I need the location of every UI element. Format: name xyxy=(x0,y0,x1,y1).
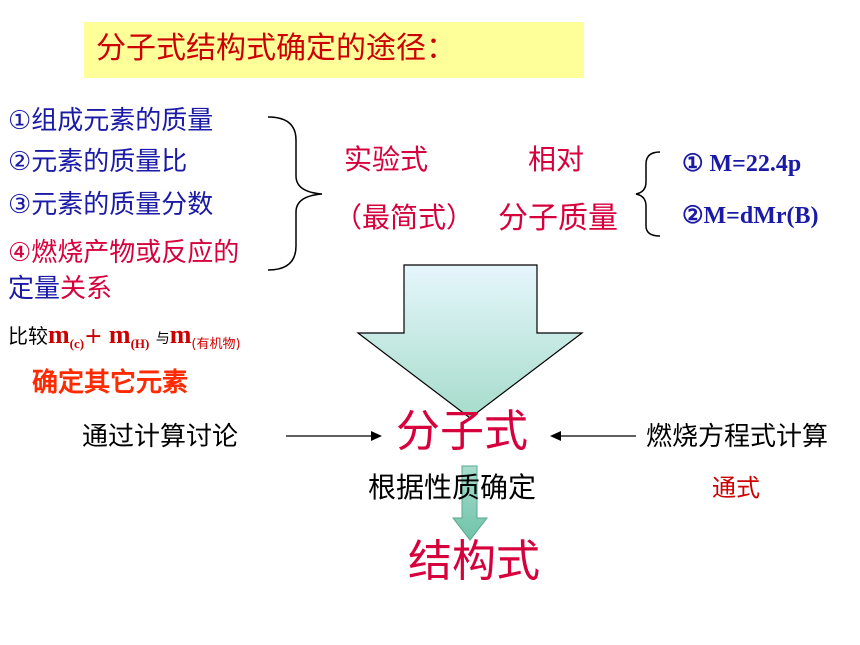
structural-formula: 结构式 xyxy=(408,536,540,587)
mass-hydrogen-sub: (H) xyxy=(130,336,150,351)
list-item-mass-ratio: ②元素的质量比 xyxy=(8,147,188,177)
formula-gas-density: ① M=22.4p xyxy=(682,151,802,177)
plus-sign: + xyxy=(84,324,103,349)
mass-hydrogen: m xyxy=(108,320,131,349)
general-formula: 通式 xyxy=(712,474,760,502)
title-background xyxy=(84,22,584,78)
list-item-combustion-products: ④燃烧产物或反应的 xyxy=(8,238,240,268)
relation-text: 关系 xyxy=(60,274,113,304)
calculation-discussion: 通过计算讨论 xyxy=(82,422,239,452)
determine-other-elements: 确定其它元素 xyxy=(32,368,189,398)
list-item-quantitative-relation: 定量关系 xyxy=(8,276,112,302)
determine-by-properties: 根据性质确定 xyxy=(368,471,537,504)
left-arrow-head xyxy=(371,431,382,441)
quantitative-text: 定量 xyxy=(8,274,61,304)
formula-relative-density: ②M=dMr(B) xyxy=(682,203,819,229)
mass-organic: m xyxy=(169,320,192,349)
molecular-formula: 分子式 xyxy=(396,406,528,457)
left-brace xyxy=(267,116,323,271)
with-text: 与 xyxy=(155,331,170,347)
mass-carbon: m xyxy=(48,320,70,349)
combustion-equation-calculation: 燃烧方程式计算 xyxy=(646,422,829,452)
small-down-arrow xyxy=(451,465,489,541)
list-item-mass-fraction: ③元素的质量分数 xyxy=(8,190,214,220)
molecular-mass-label: 分子质量 xyxy=(498,201,618,236)
mass-carbon-sub: (c) xyxy=(69,336,85,351)
right-arrow-head xyxy=(550,431,561,441)
list-item-element-mass: ①组成元素的质量 xyxy=(8,106,214,136)
relative-label: 相对 xyxy=(528,143,585,176)
mass-organic-sub: (有机物) xyxy=(191,337,241,352)
right-brace xyxy=(635,151,661,237)
simplest-formula: （最简式） xyxy=(334,201,475,234)
compare-prefix: 比较 xyxy=(8,324,48,348)
empirical-formula: 实验式 xyxy=(344,143,429,176)
compare-masses: 比较m(c)+ m(H) 与m(有机物) xyxy=(8,320,241,352)
page-title: 分子式结构式确定的途径： xyxy=(96,31,456,66)
big-down-arrow xyxy=(356,264,584,419)
